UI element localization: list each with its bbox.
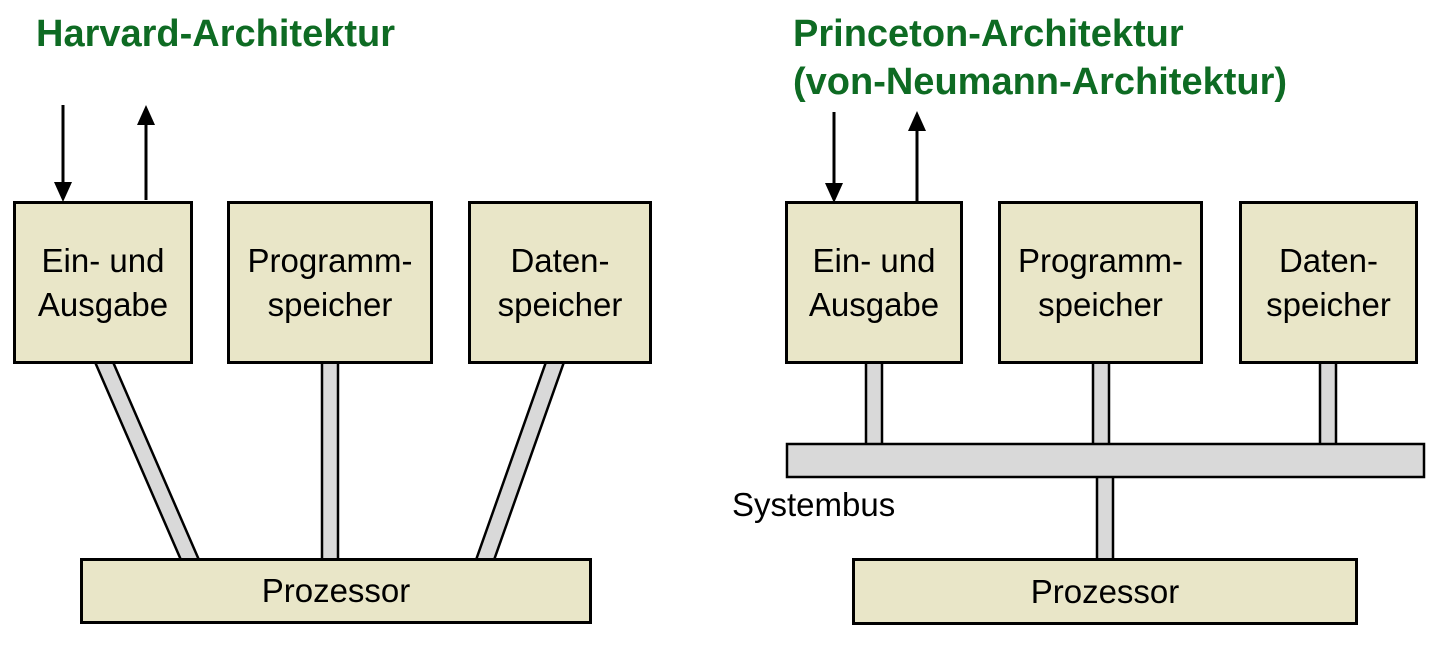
princeton-processor-label: Prozessor (1030, 572, 1180, 610)
harvard-data-label-line2: speicher (497, 285, 623, 323)
harvard-program-to-cpu-connector (320, 360, 340, 562)
system-bus-bar (785, 442, 1426, 479)
output-arrow-up-icon (908, 111, 926, 201)
princeton-program-label-line1: Programm- (1017, 241, 1184, 279)
princeton-io-box: Ein- und Ausgabe (785, 201, 963, 364)
princeton-data-label-line1: Daten- (1278, 241, 1379, 279)
harvard-processor-box: Prozessor (80, 558, 592, 624)
princeton-io-label-line1: Ein- und (812, 241, 936, 279)
input-arrow-down-icon (54, 105, 72, 202)
system-bus-label: Systembus (732, 486, 896, 523)
princeton-data-label-line2: speicher (1266, 285, 1391, 323)
harvard-io-label-line2: Ausgabe (37, 285, 169, 323)
harvard-processor-label: Prozessor (261, 572, 411, 609)
harvard-io-box: Ein- und Ausgabe (13, 201, 193, 364)
harvard-data-to-cpu-connector (474, 360, 566, 562)
princeton-program-to-bus-connector (1091, 360, 1111, 448)
harvard-io-to-cpu-connector (93, 360, 201, 562)
princeton-io-to-bus-connector (864, 360, 884, 448)
harvard-program-memory-box: Programm- speicher (227, 201, 433, 364)
princeton-title: Princeton-Architektur (von-Neumann-Archi… (793, 10, 1287, 106)
harvard-program-label-line2: speicher (267, 285, 393, 323)
princeton-data-memory-box: Daten- speicher (1239, 201, 1418, 364)
princeton-title-line1: Princeton-Architektur (793, 13, 1184, 55)
princeton-program-label-line2: speicher (1038, 285, 1163, 323)
harvard-io-label-line1: Ein- und (41, 241, 165, 279)
harvard-data-memory-box: Daten- speicher (468, 201, 652, 364)
princeton-processor-box: Prozessor (852, 558, 1358, 625)
harvard-title: Harvard-Architektur (36, 13, 395, 55)
princeton-program-memory-box: Programm- speicher (998, 201, 1203, 364)
harvard-data-label-line1: Daten- (510, 241, 610, 279)
princeton-title-line2: (von-Neumann-Architektur) (793, 61, 1288, 103)
princeton-io-label-line2: Ausgabe (808, 285, 940, 323)
output-arrow-up-icon (137, 105, 155, 200)
input-arrow-down-icon (825, 112, 843, 203)
harvard-program-label-line1: Programm- (247, 241, 413, 279)
bus-to-cpu-connector (1095, 473, 1115, 562)
princeton-data-to-bus-connector (1318, 360, 1338, 448)
